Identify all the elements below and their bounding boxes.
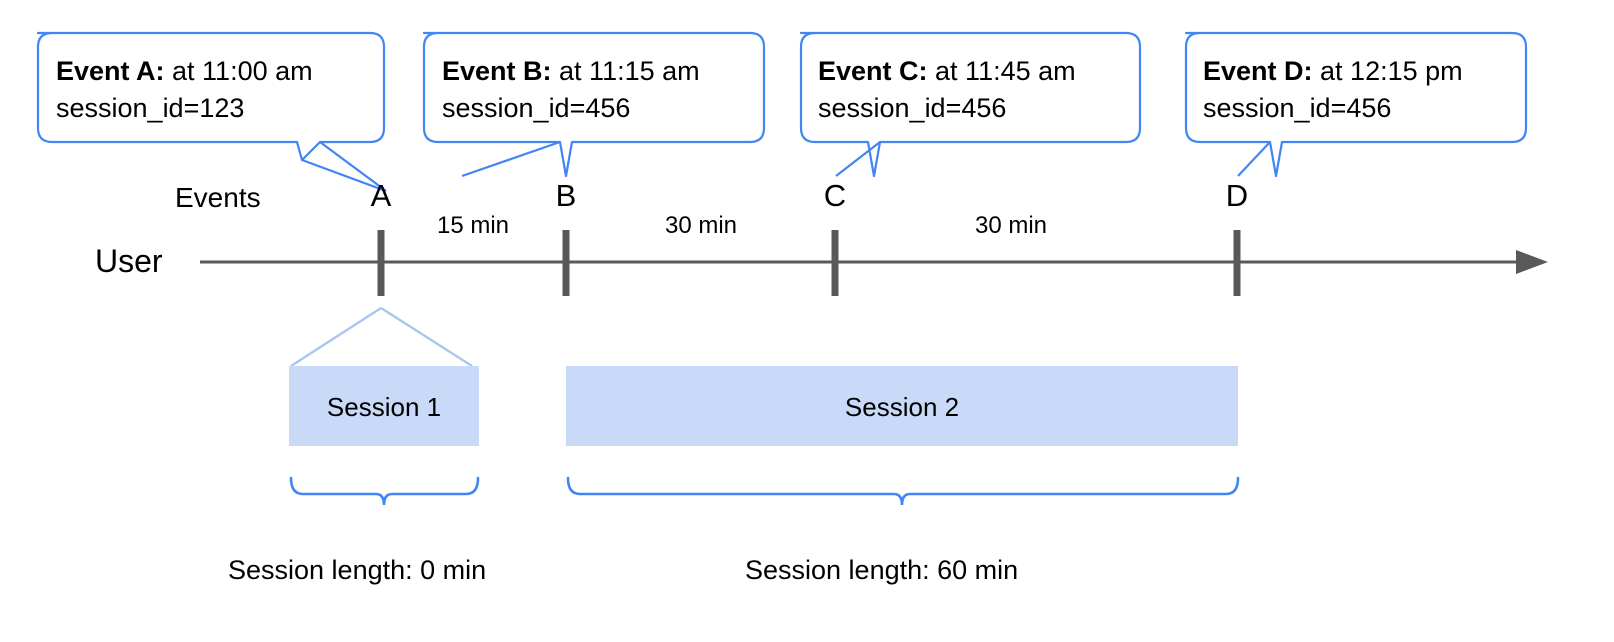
session-bar-1-label: Session 1 bbox=[326, 392, 442, 422]
callout-c-lead: Event C: bbox=[818, 56, 928, 86]
callout-bubble-c bbox=[799, 31, 1142, 178]
callout-c-line2: session_id=456 bbox=[818, 93, 1007, 123]
callout-d-line1: Event D: at 12:15 pm bbox=[1203, 53, 1463, 90]
gap-label-c-d: 30 min bbox=[974, 212, 1048, 239]
callout-b-lead: Event B: bbox=[442, 56, 552, 86]
callout-bubble-b bbox=[422, 31, 766, 178]
events-row-label: Events bbox=[175, 182, 261, 213]
callout-b-rest: at 11:15 am bbox=[551, 56, 700, 86]
callout-a-lead: Event A: bbox=[56, 56, 165, 86]
axis-arrowhead bbox=[1516, 250, 1548, 274]
callout-b-line2: session_id=456 bbox=[442, 93, 631, 123]
callout-text-b: Event B: at 11:15 am session_id=456 bbox=[442, 53, 700, 127]
gap-label-b-c: 30 min bbox=[664, 212, 738, 239]
callout-b-line1: Event B: at 11:15 am bbox=[442, 53, 700, 90]
callout-c-line1: Event C: at 11:45 am bbox=[818, 53, 1076, 90]
session-bar-2-label: Session 2 bbox=[844, 392, 960, 422]
event-tick-marks bbox=[377, 230, 1241, 296]
callout-a-rest: at 11:00 am bbox=[164, 56, 313, 86]
callout-a-line2: session_id=123 bbox=[56, 93, 245, 123]
session1-brace bbox=[289, 476, 480, 506]
callout-c-rest: at 11:45 am bbox=[927, 56, 1076, 86]
timeline-axis bbox=[200, 250, 1548, 274]
callout-bubble-d bbox=[1184, 31, 1528, 178]
lane-label-user: User bbox=[95, 243, 163, 279]
callout-text-c: Event C: at 11:45 am session_id=456 bbox=[818, 53, 1076, 127]
callout-a-line1: Event A: at 11:00 am bbox=[56, 53, 313, 90]
marker-letter-d: D bbox=[1225, 178, 1249, 213]
callout-d-line2: session_id=456 bbox=[1203, 93, 1392, 123]
session-2-length-label: Session length: 60 min bbox=[745, 555, 1019, 585]
marker-letter-b: B bbox=[555, 178, 577, 213]
session-bar-1 bbox=[289, 366, 479, 446]
callout-bubble-a bbox=[36, 31, 387, 193]
session1-funnel-connector bbox=[290, 306, 473, 368]
session-1-length-label: Session length: 0 min bbox=[228, 555, 487, 585]
callout-text-d: Event D: at 12:15 pm session_id=456 bbox=[1203, 53, 1463, 127]
session2-brace bbox=[566, 476, 1240, 506]
marker-letter-a: A bbox=[370, 178, 392, 213]
gap-label-a-b: 15 min bbox=[436, 212, 510, 239]
callout-d-rest: at 12:15 pm bbox=[1312, 56, 1463, 86]
session-bar-2 bbox=[566, 366, 1238, 446]
marker-letter-c: C bbox=[823, 178, 847, 213]
callout-text-a: Event A: at 11:00 am session_id=123 bbox=[56, 53, 313, 127]
callout-d-lead: Event D: bbox=[1203, 56, 1313, 86]
